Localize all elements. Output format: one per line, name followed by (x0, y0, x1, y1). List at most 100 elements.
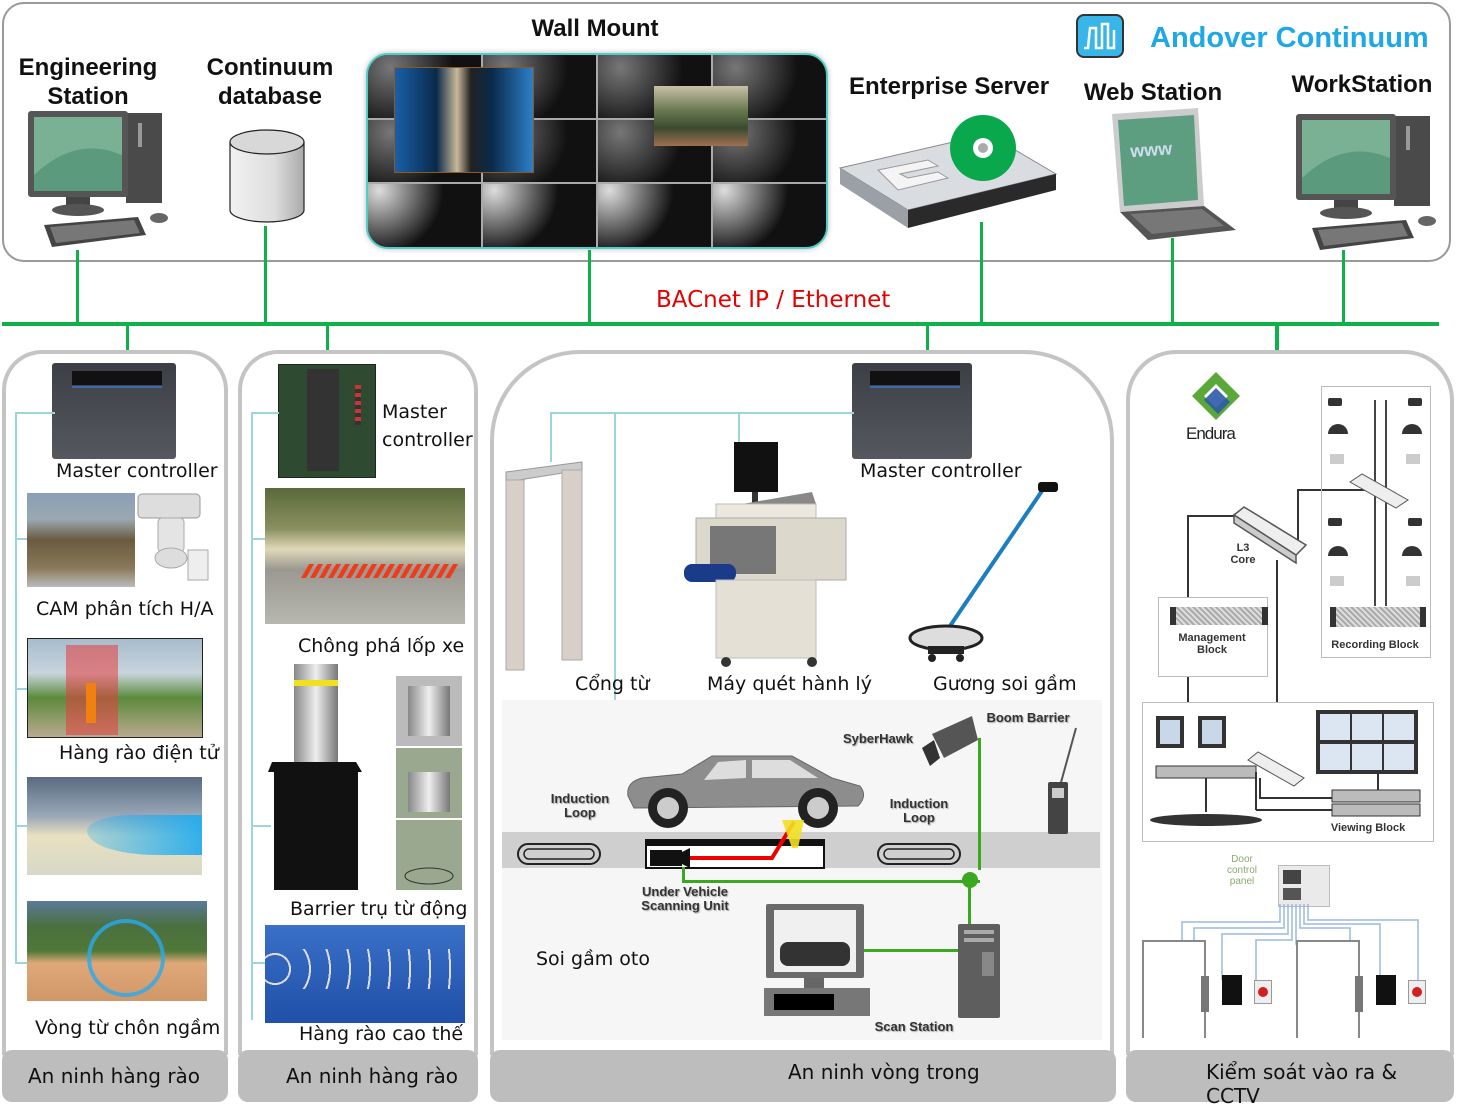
recorder-appliance-icon (1330, 607, 1426, 627)
zone3-item-0: Cổng từ (575, 673, 650, 695)
ptz-camera-icon (137, 493, 209, 581)
video-wall-icon (366, 53, 828, 249)
uvss-wire-monitor (864, 949, 960, 952)
drop-database (264, 226, 267, 324)
zone3-item-3: Soi gầm oto (536, 948, 650, 970)
uvss-scanner-label: Under Vehicle Scanning Unit (632, 885, 738, 913)
induction-loop-icon (877, 843, 961, 865)
drop-zone2 (326, 324, 329, 362)
zone1-link-4 (15, 962, 35, 964)
l3-core-label: L3 Core (1225, 542, 1261, 566)
svg-text:www: www (1128, 138, 1173, 161)
uvss-wire-bus (682, 880, 980, 883)
continuum-database-label: Continuum database (190, 53, 350, 111)
label-line: Station (47, 83, 129, 110)
drop-workstation (1342, 250, 1345, 324)
camera-array-icon (1328, 398, 1422, 586)
viewing-workstations-icon (1150, 710, 1421, 826)
label-line: panel (1229, 876, 1255, 887)
boom-barrier-label: Boom Barrier (986, 710, 1070, 725)
zone3-controller-label: Master controller (860, 460, 1022, 482)
l3-core-switch-icon (1232, 506, 1308, 565)
drop-zone3 (926, 324, 929, 364)
zone3-link-xray (738, 412, 740, 442)
electronic-fence-photo (27, 638, 203, 738)
drop-server (980, 222, 983, 324)
endura-logo-icon (1192, 372, 1240, 420)
car-icon (627, 755, 864, 828)
recording-block-label: Recording Block (1331, 639, 1419, 651)
door-1-icon (1142, 940, 1206, 1038)
footer-label: An ninh hàng rào (286, 1064, 459, 1088)
induction-loop-icon (517, 843, 601, 865)
metal-detector-gate-icon (505, 461, 583, 671)
label-line: Core (1230, 554, 1256, 566)
zone2-link-ctrl (251, 412, 279, 414)
zone3-link-gate (550, 412, 552, 462)
zone1-link-1 (15, 538, 35, 540)
zone2-controller-label: Master controller (382, 398, 473, 454)
zone3-item-2: Gương soi gầm (933, 673, 1077, 695)
zone1-link-ctrl (15, 412, 55, 414)
zone2-link-2 (251, 825, 271, 827)
recording-block (1321, 386, 1431, 658)
boom-barrier-icon (1048, 727, 1077, 834)
zone1-link-2 (15, 688, 35, 690)
door-2-icon (1296, 940, 1360, 1038)
label-line: Door (1231, 854, 1253, 865)
viewing-block-label: Viewing Block (1330, 822, 1406, 834)
baggage-scanner-icon (684, 442, 847, 667)
label-line: database (217, 83, 323, 110)
nvr-appliance-icon (1170, 607, 1268, 625)
drop-zone1 (126, 324, 129, 366)
management-block-label: Management Block (1160, 632, 1264, 656)
scan-station-server-icon (958, 924, 1000, 1018)
scan-station-monitor-icon (764, 904, 870, 1016)
footer-label: An ninh vòng trong (788, 1060, 980, 1084)
tire-killer-photo (265, 488, 465, 624)
door-2-lock-icon (1355, 976, 1363, 1012)
door-control-panel-icon (1278, 865, 1330, 907)
label-line: Master (382, 401, 447, 423)
card-reader-icon (1376, 975, 1396, 1005)
meeting-video-feed (654, 86, 748, 146)
enterprise-server-label: Enterprise Server (848, 73, 1050, 100)
door-control-panel-label: Door control panel (1218, 854, 1266, 887)
scan-station-label: Scan Station (874, 1019, 954, 1034)
wall-mount-label: Wall Mount (531, 15, 659, 42)
endura-label: Endura (1186, 424, 1236, 443)
label-line: control (1226, 865, 1257, 876)
label-line: Management (1178, 632, 1246, 644)
inspection-mirror-icon (908, 482, 1058, 662)
zone3-item-1: Máy quét hành lý (707, 673, 872, 695)
razor-wire-photo (265, 925, 465, 1023)
label-line: Under Vehicle (642, 884, 728, 899)
zone2-link-1 (251, 538, 267, 540)
zone-perimeter-1-footer: An ninh hàng rào (2, 1050, 228, 1102)
label-line: L3 (1236, 542, 1250, 554)
card-reader-icon (1222, 975, 1242, 1005)
news-video-feed (394, 67, 534, 173)
zone1-item-2: Vòng từ chôn ngầm (35, 1017, 221, 1039)
bacnet-bus-line (2, 322, 1439, 326)
laptop-www-icon: www (1112, 108, 1236, 240)
label-line: Engineering (18, 54, 158, 81)
zone-perimeter-2-footer: An ninh hàng rào (238, 1050, 478, 1102)
induction-loop-1-label: Induction Loop (545, 792, 615, 820)
induction-loop-2-label: Induction Loop (884, 797, 954, 825)
label-line: Loop (903, 810, 935, 825)
master-controller-icon (852, 363, 972, 459)
zone1-item-0: CAM phân tích H/A (36, 598, 214, 620)
exit-button-icon (1408, 980, 1426, 1004)
zone2-link-3 (251, 962, 271, 964)
web-station-label: Web Station (1083, 79, 1223, 106)
bacnet-bus-label: BACnet IP / Ethernet (656, 287, 891, 313)
fence-camera-photo (27, 493, 135, 587)
door-1-lock-icon (1201, 976, 1209, 1012)
zone2-item-2: Hàng rào cao thế (299, 1023, 464, 1045)
uvss-diagram (502, 700, 1102, 1040)
uvss-wire-cam (978, 738, 981, 870)
rack-server-icon (838, 115, 1058, 228)
desktop-computer-icon (28, 111, 168, 247)
uvss-scanner-unit-icon (645, 820, 825, 869)
